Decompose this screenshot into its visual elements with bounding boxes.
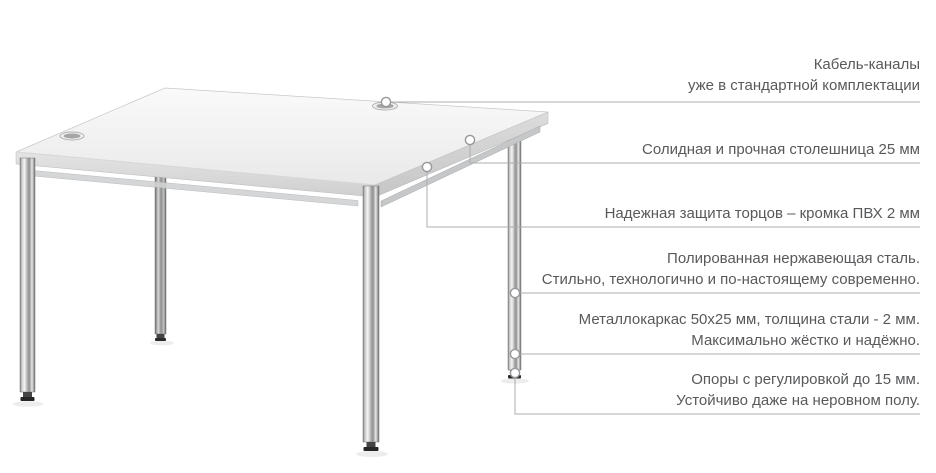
cable-hole-left [59, 131, 85, 141]
callout-markers [380, 96, 521, 379]
callout-text: Максимально жёстко и надёжно. [691, 332, 920, 349]
tabletop [15, 87, 549, 198]
callout-adjustable-feet: Опоры с регулировкой до 15 мм. Устойчиво… [676, 369, 920, 411]
callout-metal-frame: Металлокаркас 50х25 мм, толщина стали - … [579, 309, 920, 351]
callout-cable-channels: Кабель-каналы уже в стандартной комплект… [688, 54, 920, 96]
marker-feet-icon [509, 367, 521, 379]
callout-text: Солидная и прочная столешница 25 мм [642, 141, 920, 158]
floor-shadows [13, 340, 529, 457]
callout-text: Стильно, технологично и по-настоящему со… [541, 271, 920, 288]
table-leg-back-right [507, 121, 522, 379]
marker-pvc-edge-icon [421, 161, 433, 173]
callout-stainless-steel: Полированная нержавеющая сталь. Стильно,… [542, 248, 920, 290]
callout-leader-lines [386, 101, 920, 415]
leg-foot [23, 392, 32, 397]
callout-text: Металлокаркас 50х25 мм, толщина стали - … [578, 311, 920, 328]
leader-feet [514, 377, 920, 415]
table-leg-front-left [19, 157, 36, 401]
marker-tabletop-icon [464, 134, 476, 146]
callout-pvc-edge: Надежная защита торцов – кромка ПВХ 2 мм [605, 203, 920, 224]
marker-cable-channels-icon [380, 96, 392, 108]
callout-text: Устойчиво даже на неровном полу. [676, 392, 920, 409]
table-leg-front-right [362, 185, 380, 451]
callout-text: Надежная защита торцов – кромка ПВХ 2 мм [604, 205, 920, 222]
callout-text: Полированная нержавеющая сталь. [667, 250, 920, 267]
leader-pvc-edge [426, 167, 920, 228]
callout-text: уже в стандартной комплектации [687, 77, 920, 94]
leg-foot [156, 334, 165, 338]
callout-text: Опоры с регулировкой до 15 мм. [691, 371, 920, 388]
callout-text: Кабель-каналы [813, 56, 920, 73]
marker-steel-icon [509, 287, 521, 299]
callout-tabletop: Солидная и прочная столешница 25 мм [642, 139, 920, 160]
leg-foot [366, 442, 376, 447]
marker-frame-icon [509, 348, 521, 360]
leader-tabletop [469, 140, 920, 164]
